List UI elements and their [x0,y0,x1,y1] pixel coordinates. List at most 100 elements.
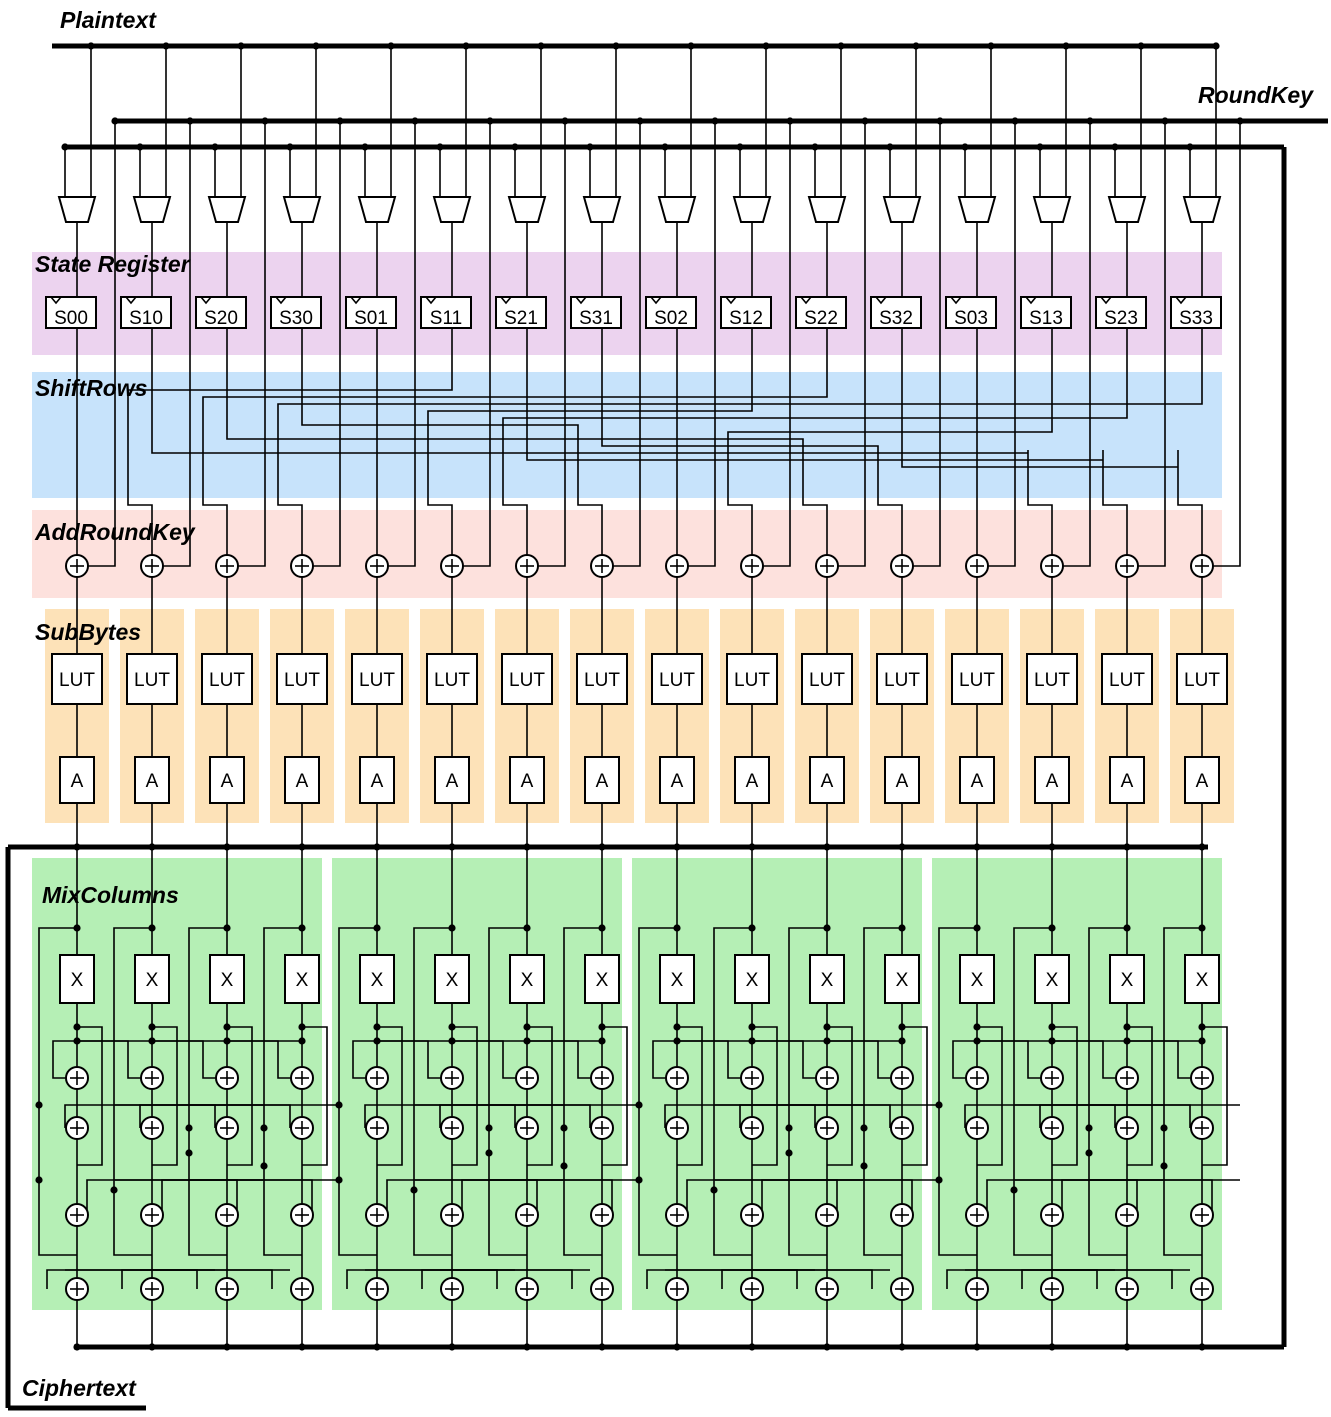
xor-icon [65,1066,89,1090]
roundkey-tap [936,117,944,125]
xor-icon [665,1277,689,1301]
xtime-box [284,954,320,1004]
feedback-return-tap [598,1343,606,1351]
mix-bus-tap [935,1176,943,1184]
ciphertext-tap [1123,843,1131,851]
mix-opposite-wire [139,1104,340,1128]
mix-input-tap [1198,924,1206,932]
state-register-text: S30 [279,308,313,329]
mix-input-tap [823,924,831,932]
roundkey-tap [636,117,644,125]
xor-icon [215,1203,239,1227]
mix-input-tap [673,924,681,932]
mix-bus-tap [410,1186,418,1194]
plaintext-tap [762,42,770,50]
feedback-return-tap [748,1343,756,1351]
state-register-text: S00 [54,308,88,329]
mix-bypass-wire [938,927,977,1256]
affine-box-text: A [146,771,159,792]
lut-box [1176,653,1228,705]
clock-notch-icon [1175,296,1187,305]
xtime-box-text: X [1046,970,1059,991]
xor-icon [740,1203,764,1227]
mix-cross-wire [452,1026,478,1166]
shiftrows-route-wire [226,328,828,555]
clock-notch-icon [575,296,587,305]
plaintext-tap [612,42,620,50]
feedback-return-tap [673,1343,681,1351]
mix-bus-tap [560,1162,568,1170]
xtime-box [1184,954,1220,1004]
xor-icon [440,1066,464,1090]
xor-icon [290,1066,314,1090]
state-register-text: S33 [1179,308,1213,329]
lut-box-text: LUT [584,670,620,691]
lut-box-text: LUT [1034,670,1070,691]
xor-icon [590,1277,614,1301]
feedback-return-tap [1048,1343,1056,1351]
affine-box-text: A [746,771,759,792]
roundkey-tap [111,117,119,125]
lut-box-text: LUT [959,670,995,691]
state-register-S02 [645,296,697,329]
xor-icon [65,1116,89,1140]
mix-neighbor-tap [73,1037,81,1045]
xor-icon [1190,554,1214,578]
xor-icon [140,1277,164,1301]
xtime-out-tap [1048,1023,1056,1031]
affine-box [734,756,770,804]
affine-box-text: A [71,771,84,792]
feedback-tap [211,143,219,151]
xor-icon [215,1277,239,1301]
clock-notch-icon [275,296,287,305]
xor-icon [1190,1203,1214,1227]
mix-opposite-wire [439,1104,640,1128]
shiftrows-route-wire [127,328,453,555]
feedback-return-tap [898,1343,906,1351]
xor-icon [965,1277,989,1301]
feedback-return-tap [1198,1343,1206,1351]
mix-bus-tap [1160,1162,1168,1170]
affine-box [884,756,920,804]
affine-box [59,756,95,804]
shiftrows-route-wire [202,328,828,555]
xtime-box [959,954,995,1004]
xtime-out-tap [73,1023,81,1031]
plaintext-tap [312,42,320,50]
mix-neighbor-wire [652,1040,902,1079]
shiftrows-route-wire [301,328,603,555]
mix-cross-wire [377,1026,403,1166]
mix-neighbor-tap [748,1037,756,1045]
xtime-box-text: X [746,970,759,991]
mix-cross-wire [302,1026,328,1166]
xor-icon [1040,1066,1064,1090]
xor-icon [365,1203,389,1227]
mix-cross-wire [902,1026,928,1166]
lut-box [726,653,778,705]
xtime-box [884,954,920,1004]
lut-box-text: LUT [659,670,695,691]
mux-icon [57,196,97,223]
state-register-text: S02 [654,308,688,329]
mix-bus-tap [935,1101,943,1109]
feedback-return-tap [448,1343,456,1351]
xor-icon [1115,1203,1139,1227]
xtime-out-tap [148,1023,156,1031]
shiftrows-band [32,372,1222,498]
mux-icon [807,196,847,223]
xor-icon [215,1116,239,1140]
lut-box-text: LUT [134,670,170,691]
mixcolumns-label: MixColumns [42,882,179,908]
clock-notch-icon [650,296,662,305]
xtime-box-text: X [1121,970,1134,991]
roundkey-tap [336,117,344,125]
ciphertext-tap [298,843,306,851]
mix-bypass-wire [1013,927,1052,1256]
mix-bus-tap [335,1101,343,1109]
affine-box-text: A [296,771,309,792]
feedback-tap [811,143,819,151]
xtime-box [434,954,470,1004]
affine-box-text: A [1121,771,1134,792]
xor-icon [590,554,614,578]
ciphertext-tap [73,843,81,851]
